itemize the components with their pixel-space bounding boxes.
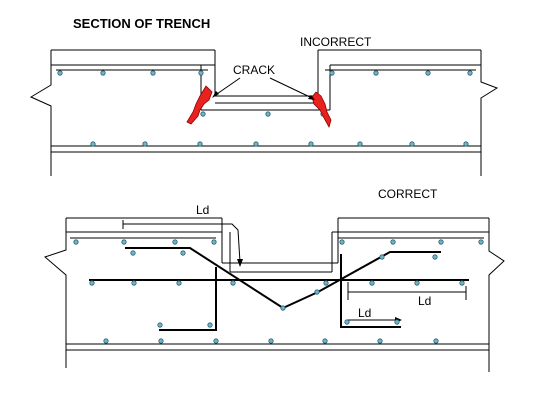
rebar-dot — [131, 280, 137, 286]
rebar-dot — [207, 322, 213, 328]
rebar-dot — [89, 280, 95, 286]
rebar-dot — [158, 338, 164, 344]
rebar-dot — [438, 239, 444, 245]
rebar-dot — [157, 322, 163, 328]
right-hooked-bar — [340, 254, 401, 328]
ld-top-arrow-icon — [237, 259, 243, 267]
rebar-dot — [339, 239, 345, 245]
rebar-dot — [373, 70, 379, 76]
rebar-dot — [230, 280, 236, 286]
bent-up-bar — [125, 247, 441, 310]
rebar-dot — [425, 70, 431, 76]
rebar-dot — [432, 254, 438, 260]
correct-rebars — [89, 247, 469, 331]
rebar-dot — [268, 338, 274, 344]
rebar-dot — [323, 280, 329, 286]
rebar-dot — [322, 338, 328, 344]
rebar-dot — [478, 239, 484, 245]
crack-label: CRACK — [233, 63, 275, 77]
rebar-dot — [369, 280, 375, 286]
rebar-dot — [329, 70, 335, 76]
rebar-dot — [176, 280, 182, 286]
rebar-dot — [280, 305, 286, 311]
ld-right-label: Ld — [418, 294, 431, 308]
rebar-dot — [414, 280, 420, 286]
rebar-dot — [90, 141, 96, 147]
rebar-dot — [142, 141, 148, 147]
rebar-dot — [211, 239, 217, 245]
rebar-dot — [265, 111, 271, 117]
rebar-dot — [180, 250, 186, 256]
left-hooked-bar — [159, 267, 217, 331]
rebar-dot — [467, 70, 473, 76]
correct-section — [44, 217, 505, 372]
rebar-dot — [344, 319, 350, 325]
incorrect-slab-outline-left — [29, 50, 52, 176]
rebar-dot — [172, 239, 178, 245]
rebar-dot — [103, 338, 109, 344]
crack-right-icon — [311, 91, 332, 129]
incorrect-section — [29, 49, 499, 176]
rebar-dot — [73, 239, 79, 245]
rebar-dot — [308, 141, 314, 147]
crack-leader-left — [213, 77, 241, 97]
rebar-dot — [379, 254, 385, 260]
correct-slab-outline-right — [488, 218, 505, 372]
ld-top-dimension — [122, 220, 241, 263]
incorrect-label: INCORRECT — [300, 35, 372, 49]
rebar-dot — [130, 250, 136, 256]
incorrect-slab-outline-right — [480, 50, 499, 176]
ld-right-dimension — [347, 282, 467, 300]
rebar-dot — [57, 70, 63, 76]
ld-top-label: Ld — [196, 203, 209, 217]
rebar-dot — [314, 289, 320, 295]
rebar-dot — [197, 141, 203, 147]
rebar-dot — [357, 141, 363, 147]
rebar-dot — [150, 70, 156, 76]
rebar-dot — [459, 280, 465, 286]
ld-bottom-label: Ld — [358, 306, 371, 320]
rebar-dot — [213, 338, 219, 344]
rebar-dot — [409, 141, 415, 147]
correct-slab-outline-left — [44, 218, 67, 368]
crack-left-icon — [186, 85, 213, 125]
correct-label: CORRECT — [378, 187, 438, 201]
rebar-dot — [198, 70, 204, 76]
rebar-dot — [100, 70, 106, 76]
rebar-dot — [433, 338, 439, 344]
correct-rebar-dots — [73, 239, 484, 344]
diagram-title: SECTION OF TRENCH — [73, 16, 210, 31]
rebar-dot — [394, 319, 400, 325]
rebar-dot — [377, 338, 383, 344]
rebar-dot — [200, 111, 206, 117]
crack-leader-right — [269, 77, 313, 99]
rebar-dot — [463, 141, 469, 147]
rebar-dot — [390, 239, 396, 245]
rebar-dot — [121, 239, 127, 245]
incorrect-rebar-dots — [57, 70, 473, 147]
rebar-dot — [253, 141, 259, 147]
